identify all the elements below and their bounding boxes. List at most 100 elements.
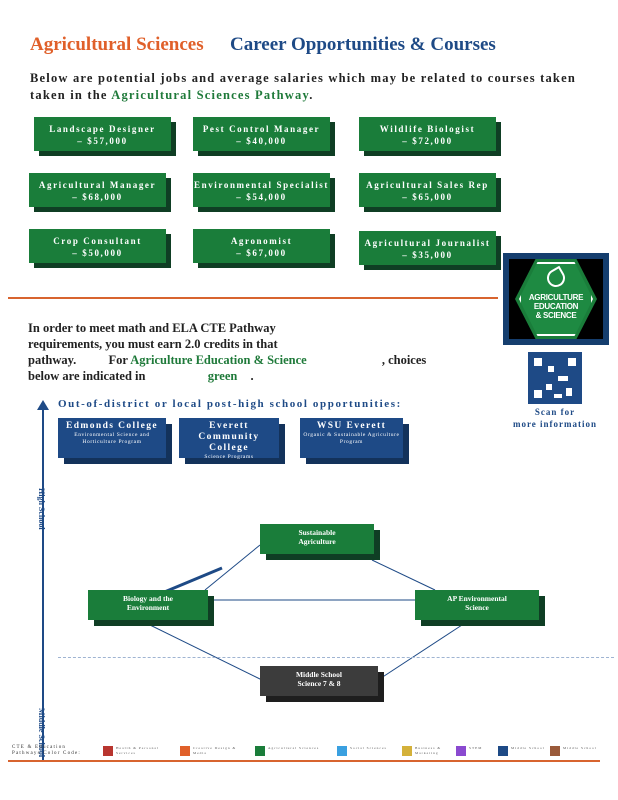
legend-label: Business & Marketing [415, 746, 442, 755]
badge-line-2: EDUCATION [533, 302, 579, 311]
section-divider [8, 297, 498, 299]
college-name: WSU Everett [316, 421, 387, 431]
legend-swatch [550, 746, 560, 756]
legend-swatch [498, 746, 508, 756]
job-card: Landscape Designer – $57,000 [34, 117, 171, 151]
college-card: Everett Community College Science Progra… [179, 418, 279, 460]
req-line-3a: pathway. [28, 353, 77, 367]
legend-title-2: Pathways Color Code: [12, 751, 81, 756]
job-salary: – $57,000 [77, 136, 128, 146]
course-middle-school: Middle School Science 7 & 8 [260, 666, 378, 696]
job-card: Crop Consultant – $50,000 [29, 229, 166, 263]
connector-line [204, 544, 261, 591]
legend-swatch [402, 746, 412, 756]
job-card: Environmental Specialist – $54,000 [193, 173, 330, 207]
job-salary: – $35,000 [402, 250, 453, 260]
course-label: Biology and the Environment [122, 594, 173, 612]
college-program: Environmental Science and Horticulture P… [74, 432, 150, 445]
legend-title-1: CTE & Education [12, 745, 67, 750]
job-title: Wildlife Biologist [379, 124, 476, 134]
job-card: Pest Control Manager – $40,000 [193, 117, 330, 151]
job-title: Crop Consultant [53, 236, 142, 246]
requirements-text: In order to meet math and ELA CTE Pathwa… [28, 320, 458, 384]
pathway-title: Agricultural Sciences [30, 34, 204, 55]
intro-text-1: Below are potential jobs and average sal… [30, 71, 576, 85]
job-salary: – $68,000 [72, 192, 123, 202]
badge-line-1: AGRICULTURE [528, 293, 584, 302]
intro-text-2: taken in the [30, 88, 108, 102]
legend-label: STEM [469, 746, 483, 750]
course-sublabel: Science 7 & 8 [297, 679, 341, 688]
legend-swatch [255, 746, 265, 756]
course-label: AP Environmental Science [447, 594, 507, 612]
legend-label: Agricultural Sciences [268, 746, 320, 750]
job-title: Agricultural Manager [38, 180, 157, 190]
badge-text: AGRICULTURE EDUCATION & SCIENCE [523, 293, 589, 320]
legend-label: Middle School [563, 746, 597, 750]
course-label: Middle School [295, 670, 343, 679]
job-title: Environmental Specialist [194, 180, 329, 190]
job-salary: – $54,000 [236, 192, 287, 202]
req-line-2: requirements, you must earn 2.0 credits … [28, 337, 278, 351]
job-salary: – $72,000 [402, 136, 453, 146]
grade-axis [42, 408, 44, 760]
req-line-4a: below are indicated in [28, 369, 146, 383]
legend-swatch [180, 746, 190, 756]
req-line-3: pathway. For Agriculture Education & Sci… [28, 352, 458, 368]
connector-line [149, 624, 263, 681]
badge-frame: AGRICULTURE EDUCATION & SCIENCE [509, 259, 603, 339]
job-title: Agricultural Journalist [364, 238, 491, 248]
pathway-badge: AGRICULTURE EDUCATION & SCIENCE [503, 253, 609, 345]
legend-swatch [103, 746, 113, 756]
qr-code[interactable] [528, 352, 582, 404]
legend-label: Health & Personal Services [116, 746, 159, 755]
course-biology: Biology and the Environment [88, 590, 208, 620]
connector-line [371, 559, 436, 591]
job-card: Agricultural Journalist – $35,000 [359, 231, 496, 265]
job-card: Agricultural Manager – $68,000 [29, 173, 166, 207]
job-title: Landscape Designer [49, 124, 156, 134]
intro-text-3: . [309, 88, 314, 102]
college-card: WSU Everett Organic & Sustainable Agricu… [300, 418, 403, 458]
job-card: Wildlife Biologist – $72,000 [359, 117, 496, 151]
qr-caption: Scan for more information [500, 406, 610, 430]
req-green-word: green [207, 369, 238, 383]
job-card: Agricultural Sales Rep – $65,000 [359, 173, 496, 207]
legend-title: CTE & Education Pathways Color Code: [12, 745, 81, 757]
opportunities-label: Out-of-district or local post-high schoo… [58, 398, 402, 410]
college-name: Everett Community College [198, 421, 260, 453]
college-name: Edmonds College [66, 421, 158, 431]
req-line-4c: . [250, 369, 254, 383]
legend-label: Creative Design & Media [193, 746, 237, 755]
job-salary: – $67,000 [236, 248, 287, 258]
course-sustainable-agriculture: Sustainable Agriculture [260, 524, 374, 554]
college-program: Organic & Sustainable Agriculture Progra… [303, 432, 400, 445]
req-line-1: In order to meet math and ELA CTE Pathwa… [28, 321, 276, 335]
course-label: Sustainable Agriculture [298, 528, 336, 546]
college-card: Edmonds College Environmental Science an… [58, 418, 166, 458]
qr-caption-2: more information [512, 419, 598, 429]
badge-line-3: & SCIENCE [535, 311, 577, 320]
page-subtitle: Career Opportunities & Courses [230, 34, 496, 55]
intro-highlight: Agricultural Sciences Pathway [111, 88, 310, 102]
connector-line [377, 624, 463, 681]
axis-arrow-icon [37, 400, 49, 410]
req-line-3d: , choices [381, 353, 427, 367]
qr-caption-1: Scan for [534, 407, 576, 417]
job-salary: – $50,000 [72, 248, 123, 258]
req-line-4: below are indicated in green . [28, 368, 458, 384]
job-salary: – $65,000 [402, 192, 453, 202]
req-line-3b: For [108, 353, 128, 367]
legend-swatch [337, 746, 347, 756]
college-program: Science Programs [204, 454, 254, 460]
job-title: Pest Control Manager [202, 124, 321, 134]
job-title: Agronomist [230, 236, 293, 246]
intro-paragraph: Below are potential jobs and average sal… [30, 70, 600, 104]
legend-swatch [456, 746, 466, 756]
footer-divider [8, 760, 600, 762]
legend-label: Social Sciences [350, 746, 387, 750]
job-salary: – $40,000 [236, 136, 287, 146]
req-pathway-name: Agriculture Education & Science [130, 353, 307, 367]
job-title: Agricultural Sales Rep [366, 180, 489, 190]
job-card: Agronomist – $67,000 [193, 229, 330, 263]
